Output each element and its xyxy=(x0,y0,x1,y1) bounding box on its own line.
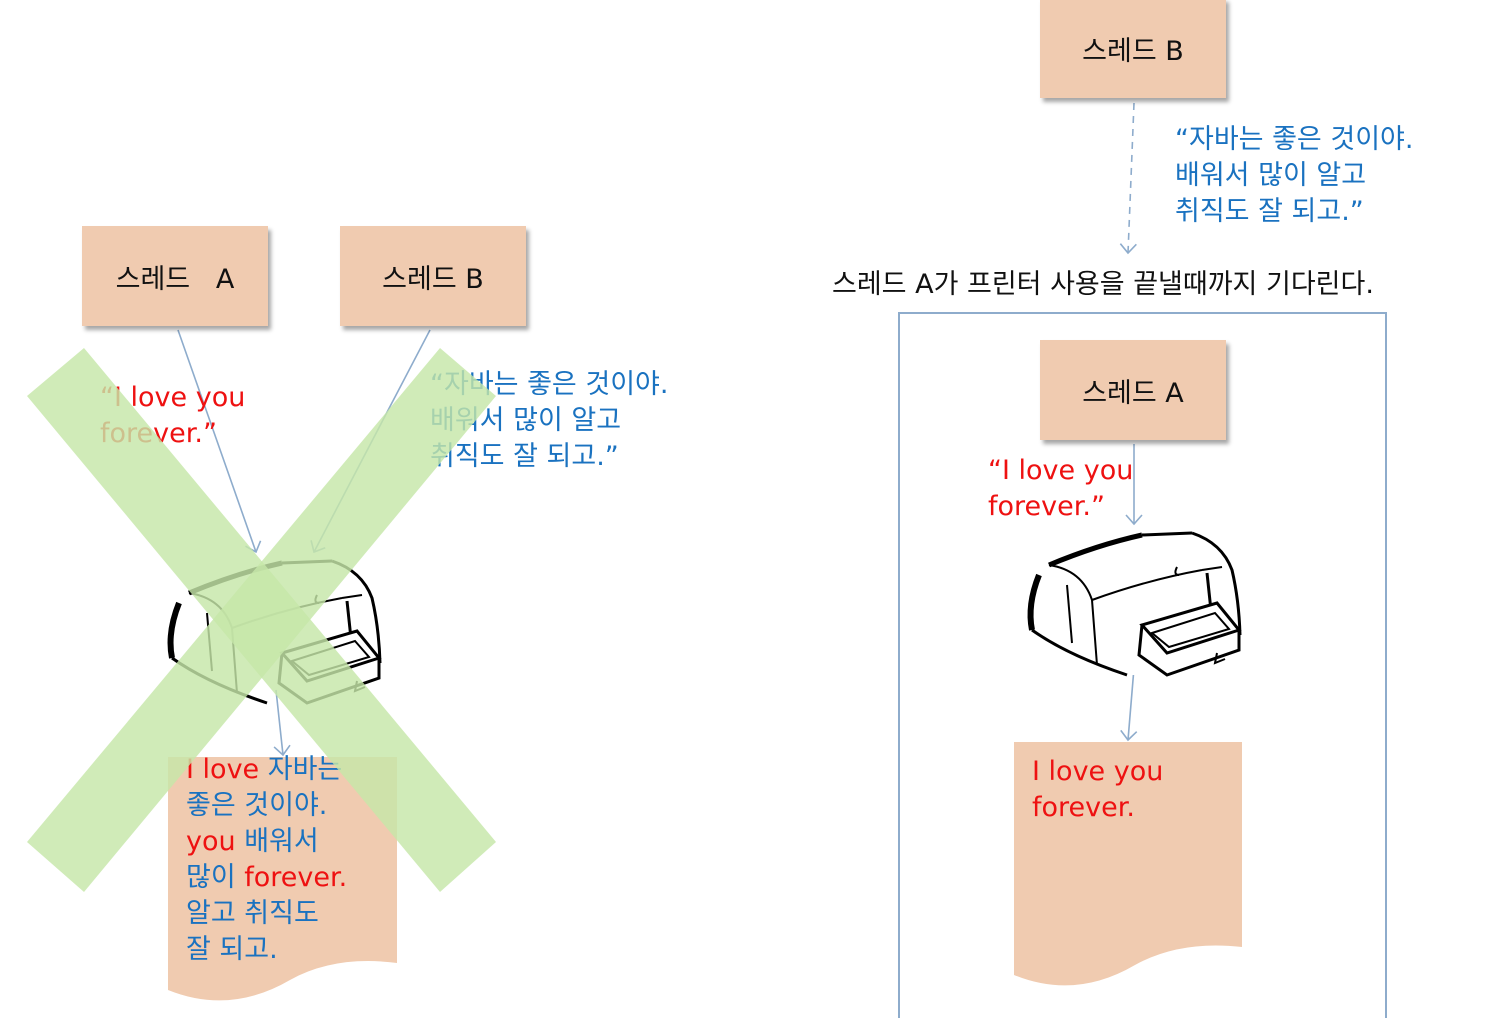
printer-icon xyxy=(1031,533,1242,675)
printout-segment: 알고 취직도 xyxy=(186,898,319,929)
thread-b-box-left: 스레드 B xyxy=(340,226,526,326)
thread-a-label: 스레드 A xyxy=(115,263,235,295)
printout-segment: forever. xyxy=(244,862,348,893)
printout-segment: you xyxy=(186,826,245,857)
printout-line: 알고 취직도 xyxy=(186,896,347,932)
printout-segment: 좋은 것이야. xyxy=(186,790,328,821)
thread-a-message-right: “I love you forever.” xyxy=(988,455,1134,522)
printout-segment: 많이 xyxy=(186,862,245,893)
thread-a-box-right: 스레드 A xyxy=(1040,340,1226,440)
printout-line: 잘 되고. xyxy=(186,932,347,968)
printout-segment: I love xyxy=(186,754,268,785)
thread-a-message-left: “I love you forever.” xyxy=(100,382,246,449)
printout-text-right: I love you forever. xyxy=(1032,756,1164,823)
printout-segment: 배워서 xyxy=(244,826,319,857)
printout-segment: 잘 되고. xyxy=(186,934,278,965)
printout-line: 많이 forever. xyxy=(186,860,347,896)
thread-b-message-right: “자바는 좋은 것이야. 배워서 많이 알고 취직도 잘 되고.” xyxy=(1175,124,1414,227)
thread-b-label: 스레드 B xyxy=(382,263,484,295)
thread-a-label: 스레드 A xyxy=(1082,377,1184,409)
printout-line: you 배워서 xyxy=(186,824,347,860)
printout-segment: 자바는 xyxy=(267,754,343,785)
printout-line: 좋은 것이야. xyxy=(186,788,347,824)
printer-icon xyxy=(171,561,382,703)
thread-b-label: 스레드 B xyxy=(1082,35,1184,67)
printout-line: I love 자바는 xyxy=(186,752,347,788)
wait-caption: 스레드 A가 프린터 사용을 끝낼때까지 기다린다. xyxy=(832,269,1374,300)
thread-b-message-left: “자바는 좋은 것이야. 배워서 많이 알고 취직도 잘 되고.” xyxy=(430,369,669,472)
printout-paper-right xyxy=(1014,742,1242,986)
thread-a-box-left: 스레드 A xyxy=(82,226,268,326)
thread-b-box-right: 스레드 B xyxy=(1040,0,1226,98)
waiting-frame xyxy=(898,312,1387,1018)
